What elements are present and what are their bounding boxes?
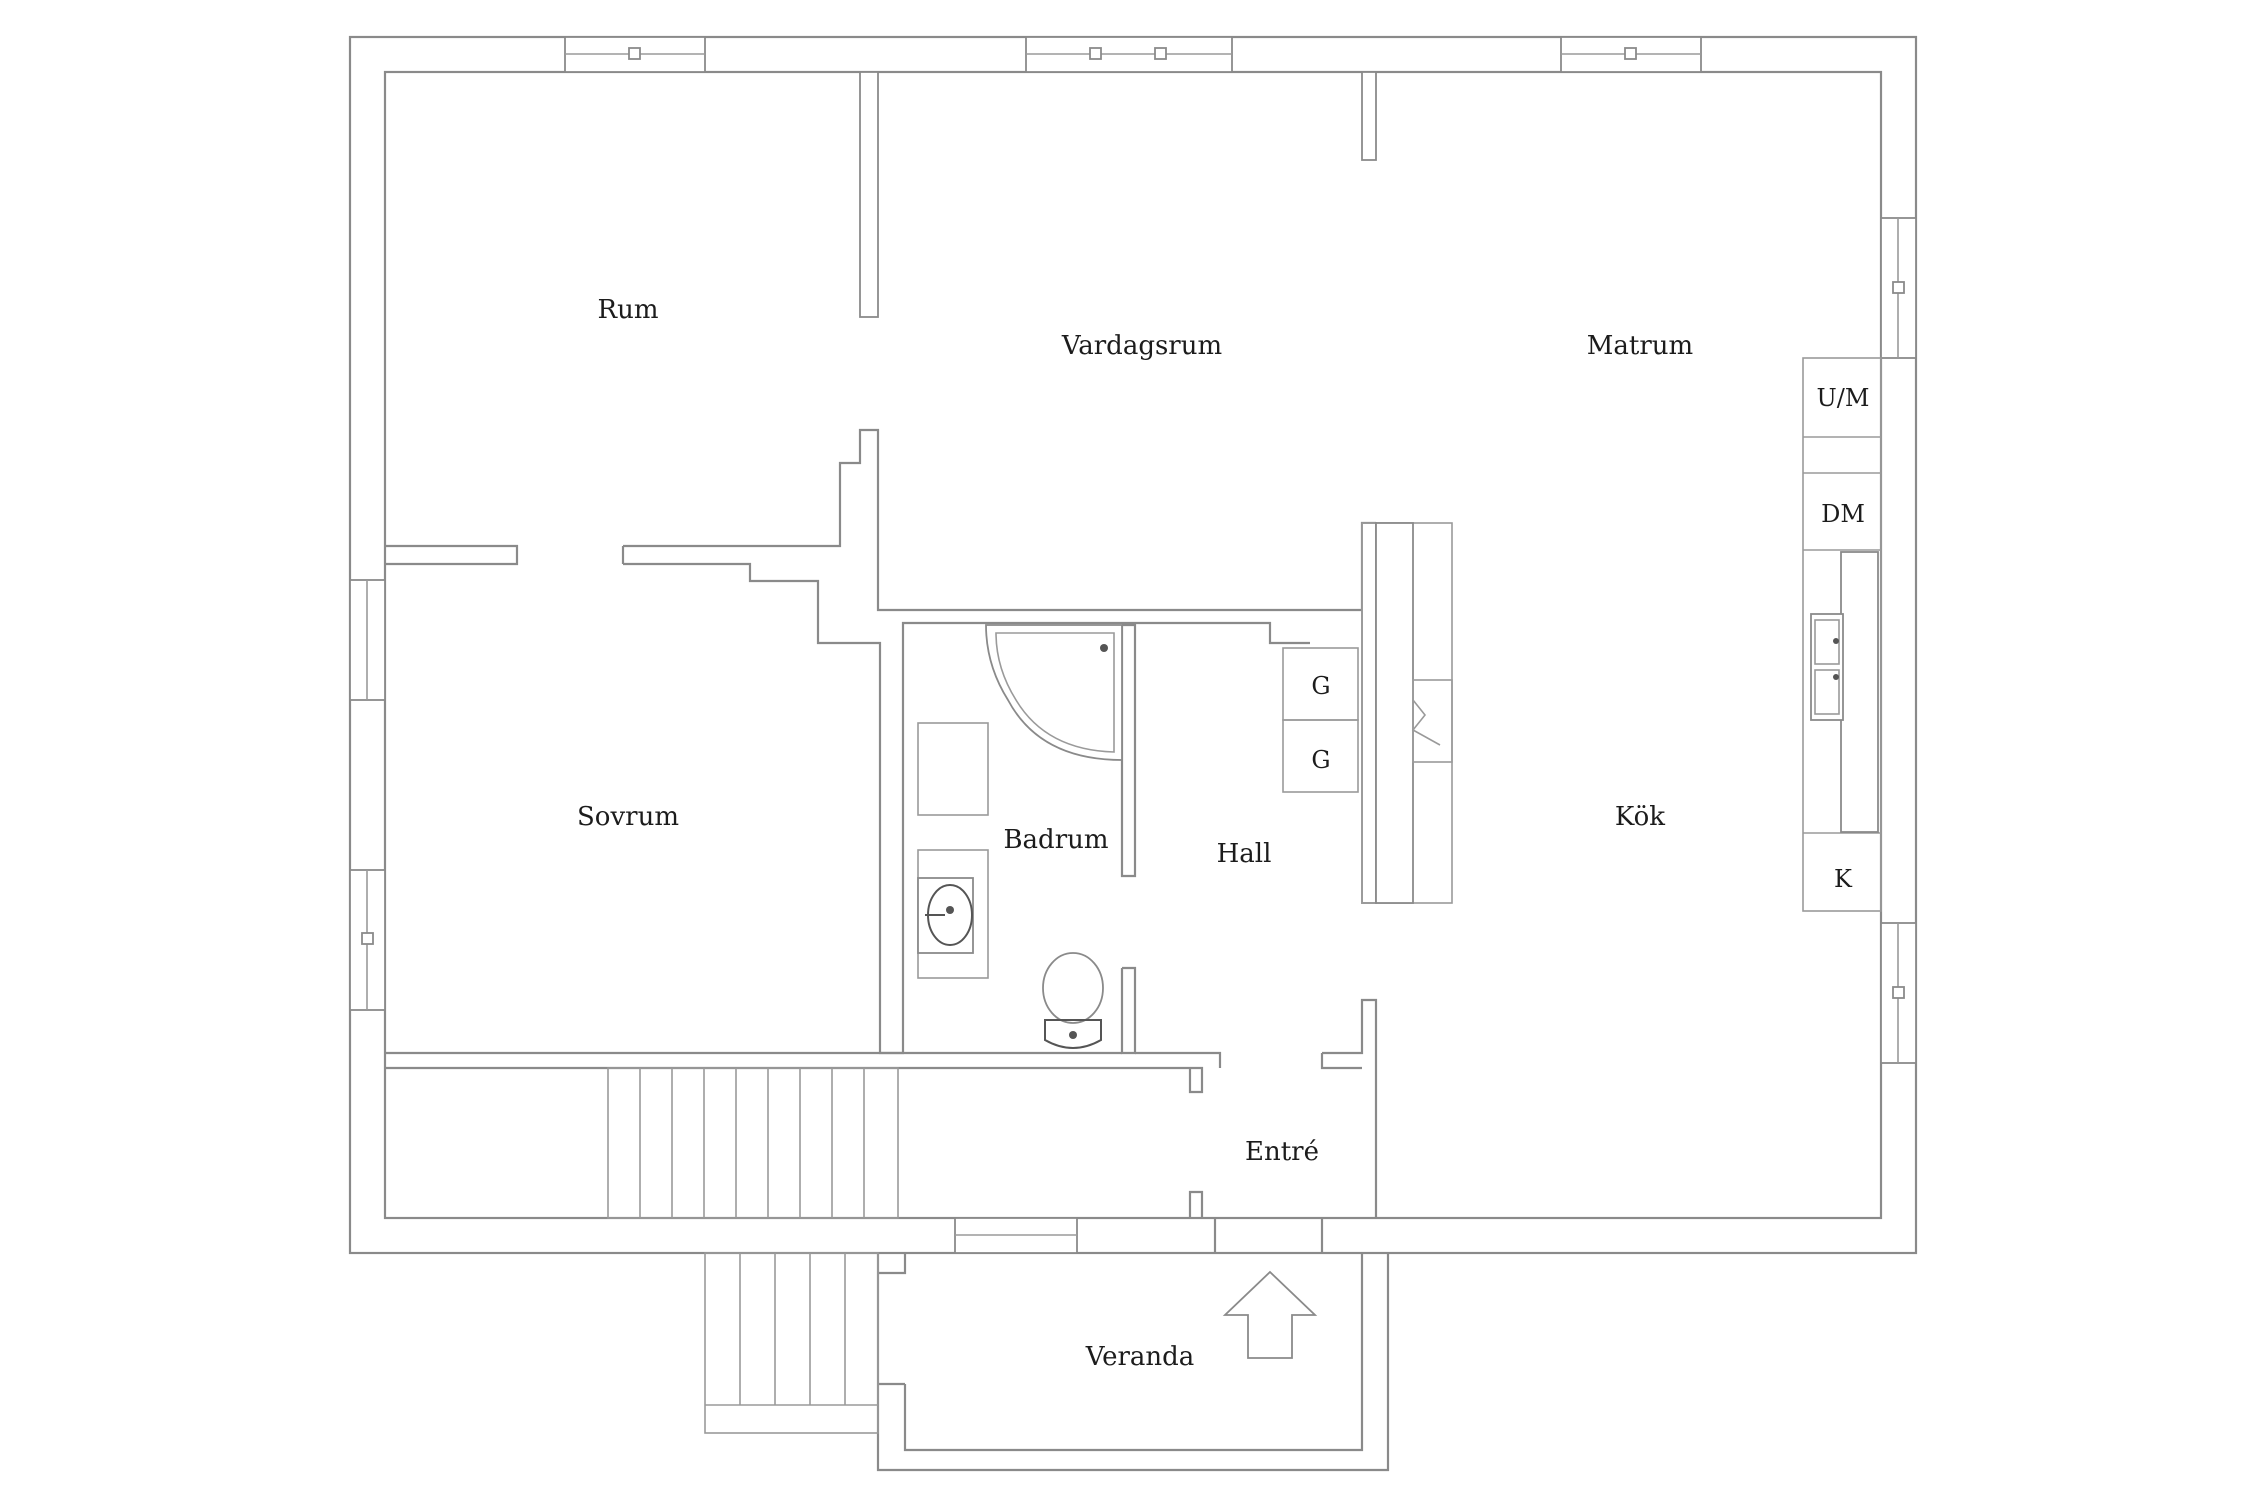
appliance-label-um: U/M <box>1817 384 1870 412</box>
interior-walls <box>385 71 1378 1254</box>
kitchen-sink-icon <box>1810 613 1844 721</box>
room-label-veranda: Veranda <box>1085 1342 1195 1372</box>
bathroom-fixtures <box>917 624 1123 1049</box>
room-label-badrum: Badrum <box>1003 825 1108 855</box>
appliance-label-g2: G <box>1311 746 1330 774</box>
appliance-label-dm: DM <box>1821 500 1865 528</box>
kitchen-counter <box>1802 357 1882 912</box>
windows-left <box>349 579 386 1011</box>
room-label-entre: Entré <box>1245 1137 1319 1167</box>
outer-walls <box>348 35 1918 1255</box>
room-label-rum: Rum <box>598 295 659 325</box>
room-label-sovrum: Sovrum <box>577 802 679 832</box>
windows-top <box>564 36 1702 73</box>
appliance-label-g1: G <box>1311 672 1330 700</box>
room-labels: Rum Vardagsrum Matrum Sovrum Badrum Hall… <box>577 295 1693 1372</box>
room-label-kok: Kök <box>1615 802 1665 832</box>
veranda-structure <box>704 1252 1390 1472</box>
room-label-vardagsrum: Vardagsrum <box>1061 331 1222 361</box>
room-label-matrum: Matrum <box>1587 331 1693 361</box>
hall-wardrobes <box>1282 647 1359 793</box>
room-label-hall: Hall <box>1217 839 1272 869</box>
corner-bathtub-icon <box>985 624 1123 761</box>
sink-icon <box>917 877 974 954</box>
appliance-labels: U/M DM K G G <box>1311 384 1869 893</box>
toilet-icon <box>1042 952 1104 1049</box>
entrance-arrow-icon <box>1222 1270 1318 1359</box>
interior-stairs <box>607 1067 899 1219</box>
appliance-label-k: K <box>1834 865 1853 893</box>
windows-right <box>1880 217 1917 1064</box>
kitchen-island <box>1361 522 1453 904</box>
